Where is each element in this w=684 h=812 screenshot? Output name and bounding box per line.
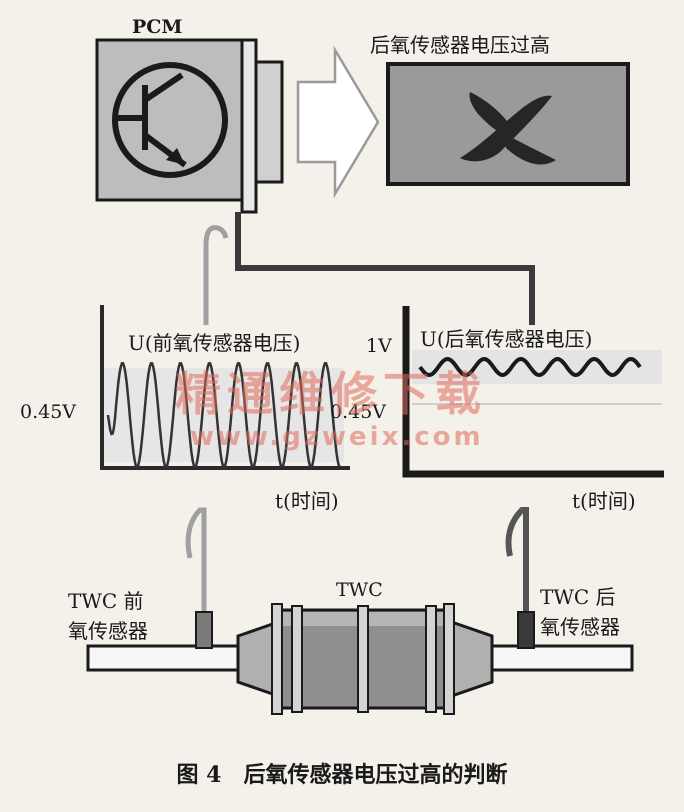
pcm-label: PCM: [132, 16, 182, 38]
front-graph-y-mark: 0.45V: [20, 401, 76, 423]
front-sensor-label-line1: TWC 前: [68, 589, 144, 613]
warning-title: 后氧传感器电压过高: [370, 33, 550, 57]
watermark-cn: 精通维修下载: [175, 367, 487, 421]
front-voltage-waveform: [106, 362, 341, 470]
front-graph-axes: [100, 305, 350, 470]
front-signal-wire: [203, 225, 229, 325]
rear-graph-axes: [402, 306, 664, 478]
twc-label: TWC: [336, 579, 383, 601]
pcm-connector-plug: [254, 60, 284, 184]
rear-graph-title: U(后氧传感器电压): [420, 327, 592, 351]
transistor-icon: [112, 62, 228, 178]
front-graph-title: U(前氧传感器电压): [128, 331, 300, 355]
rear-sensor-lead: [505, 507, 529, 612]
front-graph: U(前氧传感器电压) 0.45V t(时间): [20, 305, 350, 513]
outlet-pipe: [488, 644, 634, 672]
transistor-emitter-arrow: [166, 148, 185, 165]
warning-panel: 后氧传感器电压过高: [370, 33, 630, 186]
rear-graph-y-top: 1V: [366, 335, 392, 357]
rear-sensor-label-line2: 氧传感器: [540, 615, 620, 639]
rear-voltage-waveform: [418, 356, 642, 378]
pcm-module: PCM: [95, 16, 284, 214]
front-o2-sensor: [195, 611, 213, 649]
rear-graph-x-label: t(时间): [572, 489, 636, 513]
front-sensor-lead: [185, 507, 207, 612]
output-arrow-icon: [296, 45, 380, 199]
pcm-connector-plate: [240, 38, 258, 214]
rear-graph-y-mark: 0.45V: [330, 401, 386, 423]
rear-graph: U(后氧传感器电压) 1V 0.45V t(时间): [330, 306, 664, 513]
rear-sensor-label-line1: TWC 后: [540, 585, 616, 609]
rear-signal-wire: [235, 212, 535, 325]
figure-caption: 图 4 后氧传感器电压过高的判断: [177, 762, 508, 788]
front-graph-x-label: t(时间): [275, 489, 339, 513]
exhaust-assembly: TWC: [86, 579, 634, 715]
front-sensor-label-line2: 氧传感器: [68, 619, 148, 643]
rear-o2-sensor: [517, 611, 535, 649]
watermark-url: www.gzweix.com: [190, 422, 484, 452]
twc-flanges: [271, 603, 455, 715]
cross-x-icon: [460, 92, 556, 165]
